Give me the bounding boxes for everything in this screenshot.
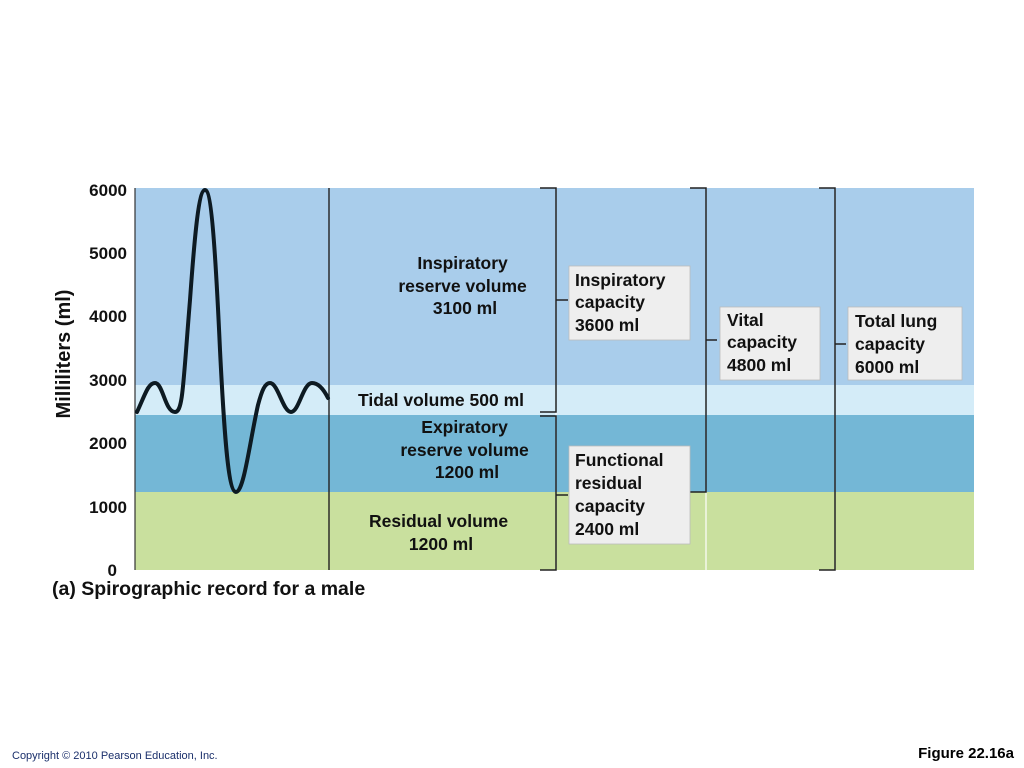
band-inspiratory-reserve [135,188,974,385]
box-vital-capacity [719,306,821,381]
figure-number: Figure 22.16a [918,745,1014,762]
label-total-lung-capacity: Total lung capacity 6000 ml [855,311,942,377]
tick-6000: 6000 [89,181,127,200]
label-functional-residual-capacity: Functional residual capacity 2400 ml [575,450,668,539]
band-residual-volume [135,492,974,570]
label-vital-capacity: Vital capacity 4800 ml [727,310,802,375]
y-axis-label: Milliliters (ml) [53,290,75,419]
label-residual-volume: Residual volume 1200 ml [369,511,513,554]
label-inspiratory-capacity: Inspiratory capacity 3600 ml [575,270,670,335]
tick-3000: 3000 [89,371,127,390]
tick-2000: 2000 [89,434,127,453]
band-expiratory-reserve [135,415,974,492]
copyright-notice: Copyright © 2010 Pearson Education, Inc. [12,750,218,762]
label-expiratory-reserve: Expiratory reserve volume 1200 ml [400,417,533,482]
box-inspiratory-capacity [568,265,691,341]
label-tidal-volume: Tidal volume 500 ml [358,390,524,410]
spirogram-trace [135,188,330,494]
bracket-functional-residual [540,415,568,571]
tick-0: 0 [108,561,117,580]
figure-caption: (a) Spirographic record for a male [52,578,365,600]
bracket-total-lung-capacity [819,187,846,571]
tick-5000: 5000 [89,244,127,263]
box-functional-residual [568,445,691,545]
bracket-vital-capacity [690,187,717,493]
label-inspiratory-reserve: Inspiratory reserve volume 3100 ml [398,253,531,318]
y-tick-labels: 6000 5000 4000 3000 2000 1000 0 [89,181,127,580]
box-total-lung-capacity [847,306,963,381]
tick-1000: 1000 [89,498,127,517]
bracket-inspiratory-capacity [540,187,568,413]
tick-4000: 4000 [89,307,127,326]
